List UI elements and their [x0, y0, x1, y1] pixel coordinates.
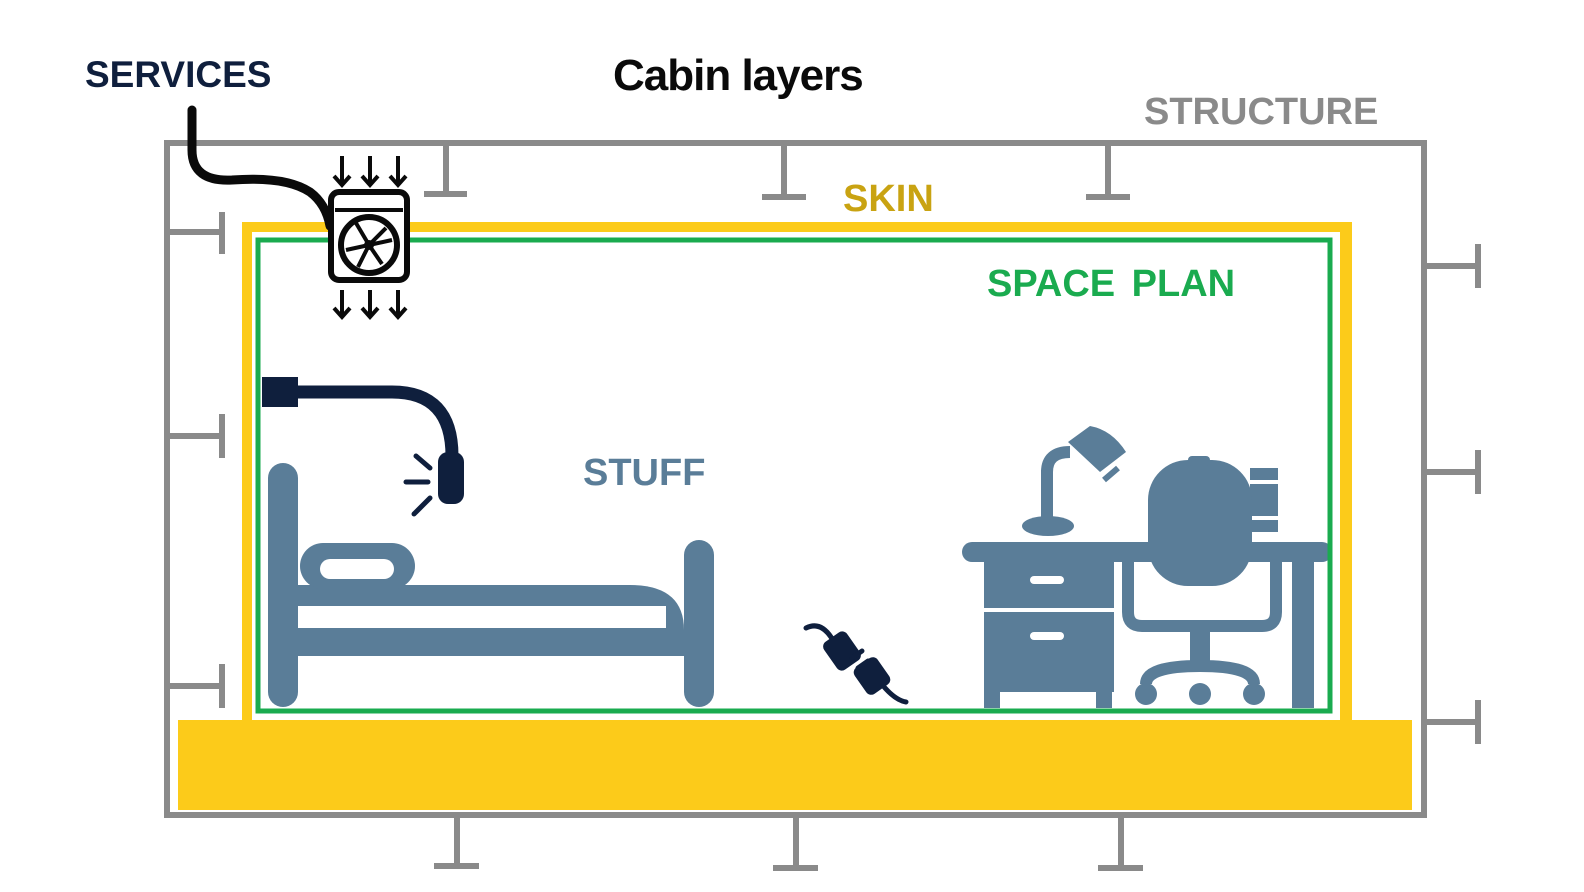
structure-bracket-right-1	[1424, 244, 1481, 288]
books-icon	[1250, 468, 1278, 532]
bed-icon	[268, 463, 714, 707]
structure-bracket-top-3	[1086, 146, 1130, 200]
stuff-layer	[268, 426, 1332, 708]
skin-label: SKIN	[843, 178, 934, 220]
structure-bracket-bottom-3	[1098, 818, 1143, 871]
services-layer	[187, 105, 909, 705]
services-cable	[187, 105, 335, 231]
structure-bracket-left-1	[170, 212, 225, 254]
structure-bracket-left-2	[170, 414, 225, 458]
space-plan-frame	[255, 237, 1333, 714]
ceiling-lamp-icon	[262, 377, 464, 517]
structure-bracket-bottom-1	[434, 818, 479, 869]
structure-bracket-top-1	[424, 146, 467, 197]
power-plug-icon	[803, 623, 909, 705]
space-plan-label: SPACE PLAN	[987, 263, 1236, 305]
office-chair-icon	[1122, 456, 1282, 705]
structure-bracket-right-2	[1424, 450, 1481, 494]
structure-bracket-top-2	[762, 146, 806, 200]
diagram-title: Cabin layers	[613, 51, 864, 100]
structure-frame	[164, 140, 1427, 818]
fan-vent-icon	[328, 156, 410, 321]
stuff-label: STUFF	[583, 452, 706, 494]
structure-layer	[164, 140, 1481, 871]
structure-bracket-right-3	[1424, 700, 1481, 744]
services-label: SERVICES	[85, 54, 272, 95]
structure-label: STRUCTURE	[1144, 91, 1379, 133]
structure-bracket-bottom-2	[773, 818, 818, 871]
structure-bracket-left-3	[170, 664, 225, 708]
desk-lamp-icon	[1022, 426, 1126, 536]
